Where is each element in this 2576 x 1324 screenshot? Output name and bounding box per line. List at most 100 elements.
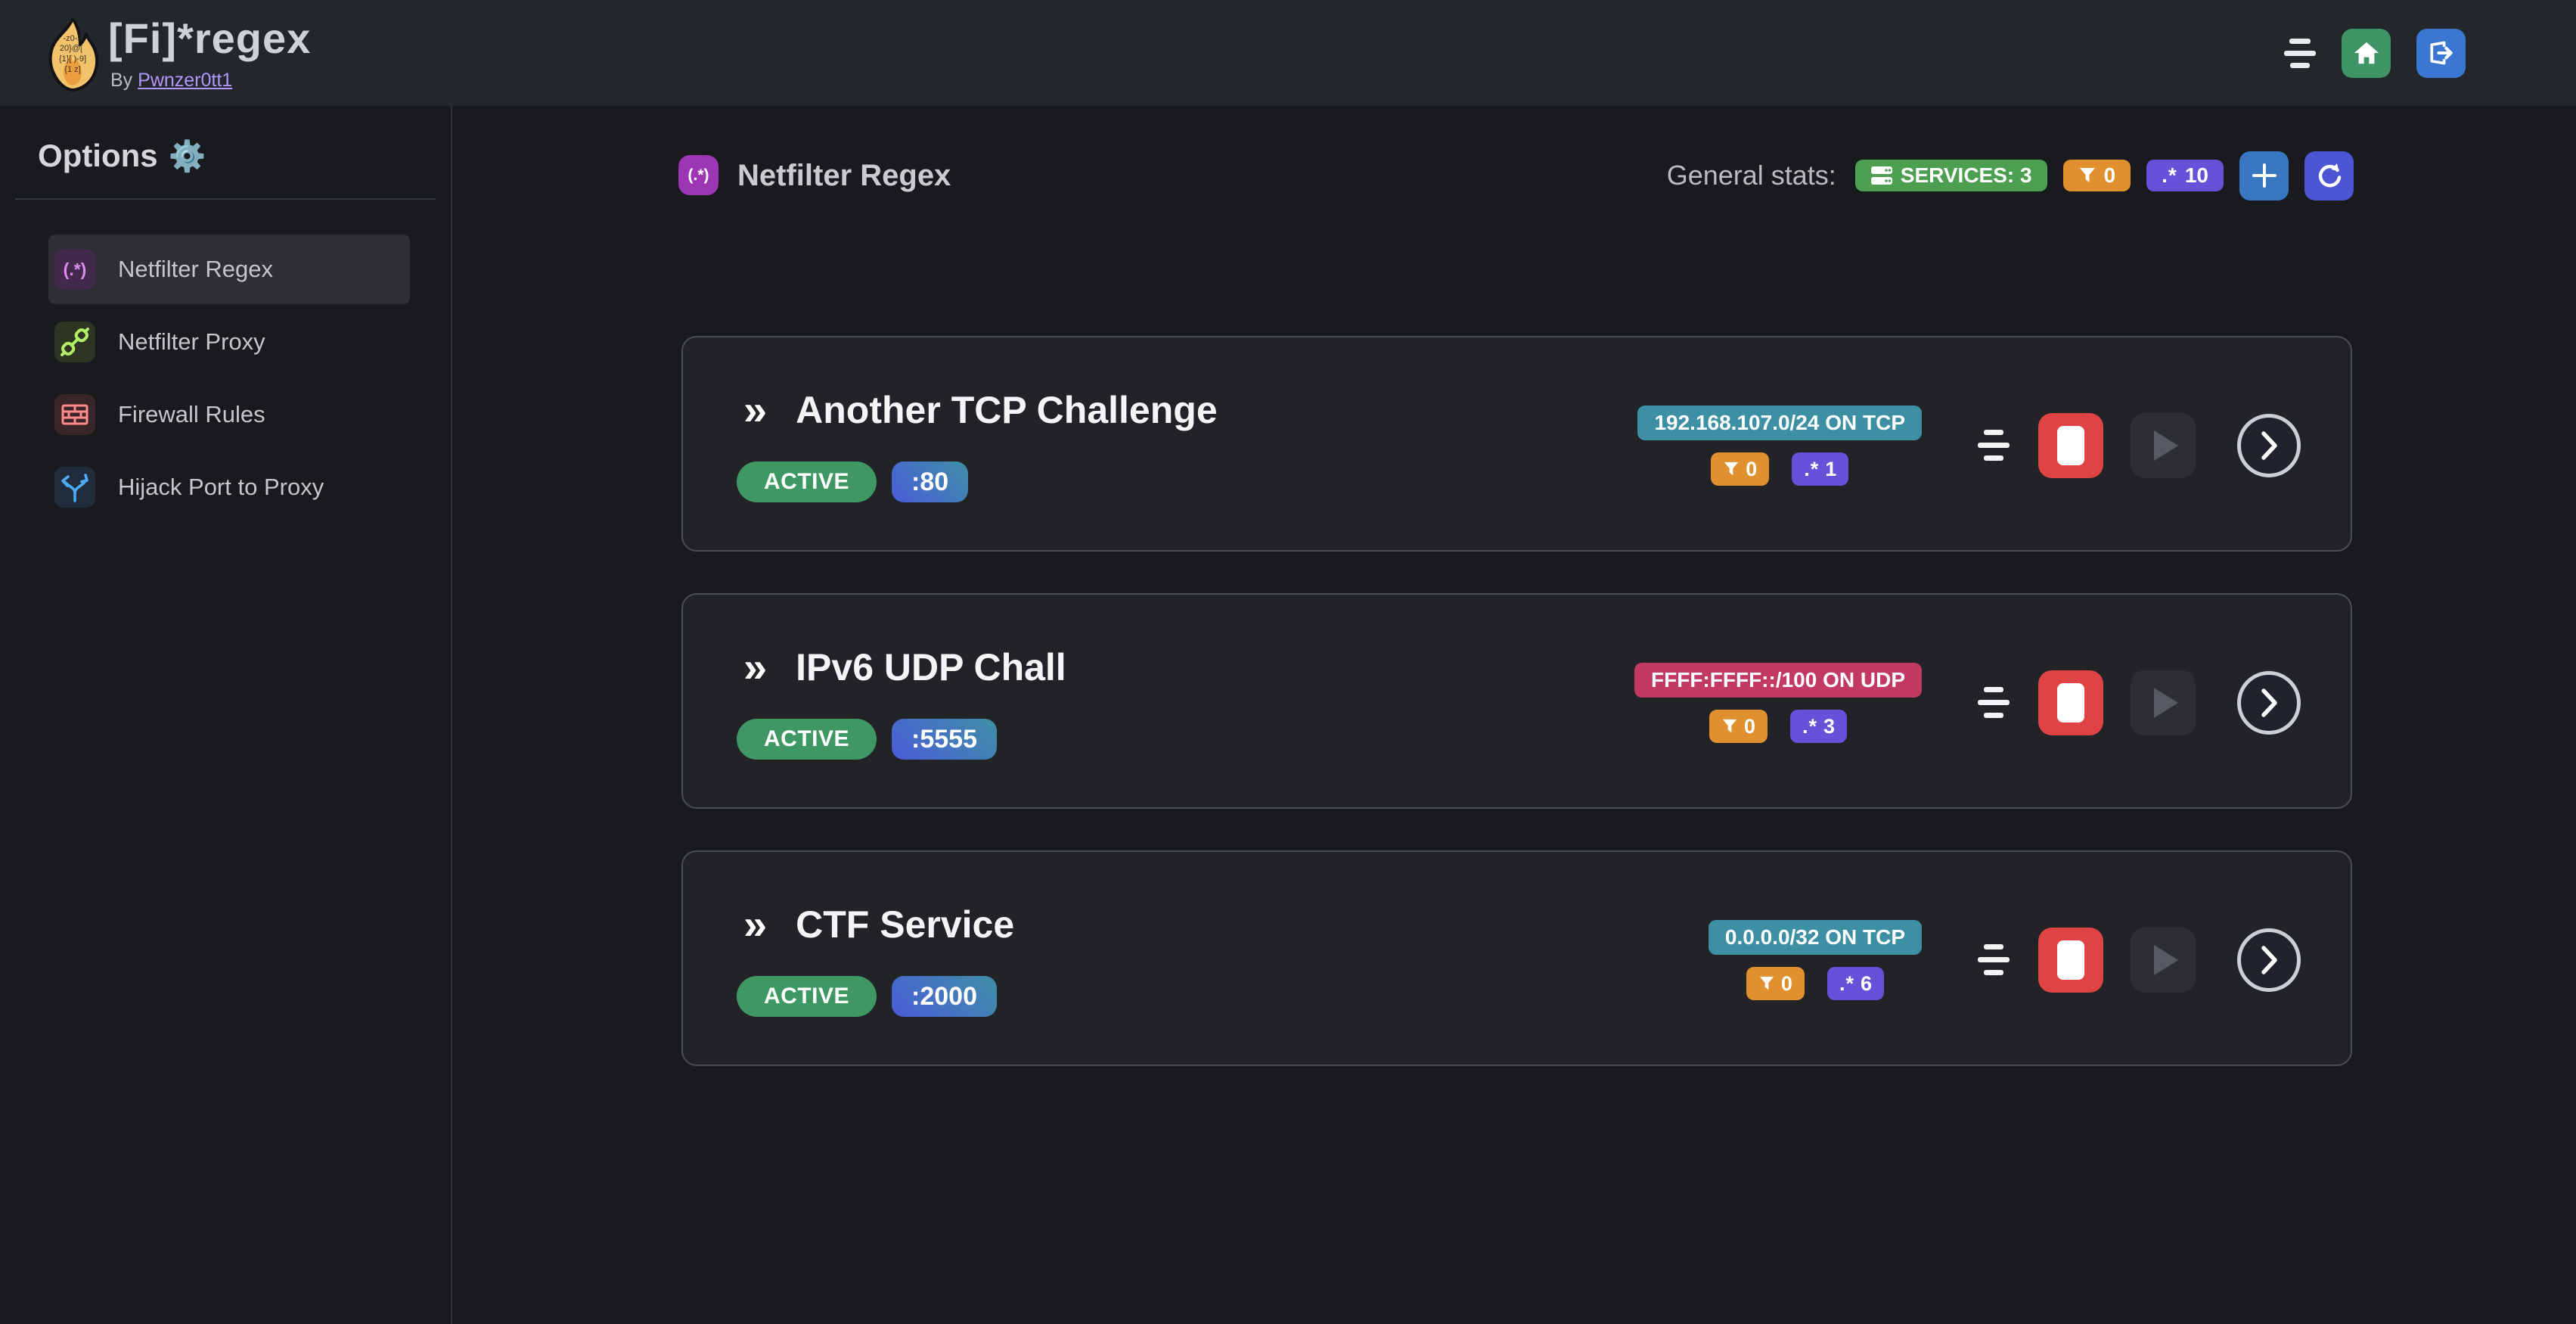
service-card: » IPv6 UDP Chall ACTIVE :5555 FFFF:FFFF:…: [681, 593, 2352, 809]
sidebar-item-firewall-rules[interactable]: Firewall Rules: [48, 380, 410, 449]
section-title: Netfilter Regex: [737, 159, 951, 192]
funnel-icon: [2079, 168, 2095, 182]
service-name: IPv6 UDP Chall: [796, 646, 1066, 688]
options-sidebar: Options ⚙️ (.*) Netfilter Regex Netfilte…: [0, 106, 452, 1324]
filters-count-badge: 0: [1709, 710, 1768, 743]
chevron-right-icon: [2261, 946, 2277, 974]
status-badge: ACTIVE: [737, 976, 877, 1017]
plug-connected-icon: [54, 322, 95, 362]
author-link[interactable]: Pwnzer0tt1: [138, 70, 233, 91]
arrows-split-icon: [54, 467, 95, 508]
svg-text:{1 z]: {1 z]: [64, 65, 80, 74]
add-service-button[interactable]: [2239, 151, 2289, 200]
funnel-icon: [1722, 719, 1737, 733]
cidr-badge: 0.0.0.0/32 ON TCP: [1708, 920, 1922, 955]
service-title: » CTF Service: [743, 902, 1014, 947]
cidr-badge: 192.168.107.0/24 ON TCP: [1637, 406, 1922, 440]
app-header: -z0-9 20}@[ {1}[ )-9] {1 z] [Fi]*regex B…: [0, 0, 2576, 106]
port-badge: :5555: [892, 719, 997, 760]
service-menu-icon[interactable]: [1978, 944, 2010, 975]
funnel-icon: [1724, 462, 1739, 476]
open-service-button[interactable]: [2237, 414, 2301, 477]
home-button[interactable]: [2342, 28, 2391, 78]
play-icon: [2154, 945, 2178, 975]
port-badge: :2000: [892, 976, 997, 1017]
service-menu-icon[interactable]: [1978, 687, 2010, 718]
sidebar-item-netfilter-proxy[interactable]: Netfilter Proxy: [48, 307, 410, 377]
service-menu-icon[interactable]: [1978, 430, 2010, 461]
dot-star-icon: .*: [2162, 163, 2177, 187]
services-count-badge: SERVICES: 3: [1854, 160, 2047, 191]
status-badge: ACTIVE: [737, 719, 877, 760]
stop-service-button[interactable]: [2038, 670, 2103, 735]
filters-count-badge: 0: [1711, 452, 1770, 486]
server-icon: [1870, 166, 1892, 185]
logout-icon: [2430, 41, 2453, 65]
start-service-button[interactable]: [2131, 928, 2196, 993]
dot-star-icon: .*: [1802, 714, 1818, 738]
service-title: » Another TCP Challenge: [743, 387, 1218, 433]
sidebar-item-netfilter-regex[interactable]: (.*) Netfilter Regex: [48, 235, 410, 304]
regexes-count-badge: .* 6: [1826, 967, 1884, 1000]
port-badge: :80: [892, 462, 969, 502]
general-stats-label: General stats:: [1666, 160, 1836, 191]
sidebar-divider: [15, 198, 436, 200]
sidebar-item-label: Netfilter Proxy: [118, 328, 265, 355]
app-title: [Fi]*regex: [108, 14, 312, 62]
stop-service-button[interactable]: [2038, 413, 2103, 478]
gear-icon: ⚙️: [168, 139, 206, 173]
play-icon: [2154, 430, 2178, 461]
chevron-right-icon: [2261, 688, 2277, 717]
filters-count-badge: 0: [2062, 160, 2131, 191]
sidebar-item-label: Netfilter Regex: [118, 256, 274, 282]
chevrons-icon: »: [743, 386, 768, 434]
byline-prefix: By: [110, 70, 133, 91]
firegex-flame-logo: -z0-9 20}@[ {1}[ )-9] {1 z]: [48, 17, 99, 92]
service-counters: 0 .* 6: [1746, 967, 1884, 1000]
sidebar-item-label: Hijack Port to Proxy: [118, 474, 324, 500]
chevrons-icon: »: [743, 900, 768, 948]
status-badge: ACTIVE: [737, 462, 877, 502]
dot-star-icon: .*: [1839, 971, 1854, 995]
byline: By Pwnzer0tt1: [110, 70, 232, 92]
service-card: » CTF Service ACTIVE :2000 0.0.0.0/32 ON…: [681, 850, 2352, 1066]
stop-icon: [2057, 426, 2084, 465]
service-title: » IPv6 UDP Chall: [743, 645, 1066, 690]
svg-text:-z0-9: -z0-9: [63, 34, 82, 43]
home-icon: [2354, 42, 2379, 64]
general-stats: General stats: SERVICES: 3 0 .* 10: [1667, 151, 2354, 200]
stop-icon: [2057, 683, 2084, 723]
logout-button[interactable]: [2416, 28, 2466, 78]
regexes-count-badge: .* 10: [2146, 160, 2224, 191]
regex-icon: (.*): [54, 249, 95, 290]
refresh-button[interactable]: [2304, 151, 2354, 200]
main-content: (.*) Netfilter Regex General stats: SERV…: [452, 106, 2576, 1324]
sidebar-heading: Options ⚙️: [38, 138, 206, 173]
cidr-badge: FFFF:FFFF::/100 ON UDP: [1634, 663, 1922, 698]
service-card: » Another TCP Challenge ACTIVE :80 192.1…: [681, 336, 2352, 552]
svg-text:20}@[: 20}@[: [60, 44, 82, 53]
menu-toggle-icon[interactable]: [2284, 38, 2316, 68]
start-service-button[interactable]: [2131, 413, 2196, 478]
netfilter-regex-icon: (.*): [678, 155, 718, 195]
open-service-button[interactable]: [2237, 928, 2301, 992]
svg-text:{1}[ )-9]: {1}[ )-9]: [59, 54, 86, 64]
regexes-count-badge: .* 3: [1790, 710, 1848, 743]
stop-service-button[interactable]: [2038, 928, 2103, 993]
plus-icon: [2252, 163, 2277, 188]
stop-icon: [2057, 940, 2084, 980]
funnel-icon: [1759, 976, 1774, 990]
service-network-info: 192.168.107.0/24 ON TCP 0 .* 1: [1637, 406, 1922, 486]
service-name: CTF Service: [796, 903, 1015, 946]
open-service-button[interactable]: [2237, 671, 2301, 735]
sidebar-item-hijack-port[interactable]: Hijack Port to Proxy: [48, 452, 410, 522]
start-service-button[interactable]: [2131, 670, 2196, 735]
sidebar-nav: (.*) Netfilter Regex Netfilter Proxy: [48, 235, 410, 525]
service-counters: 0 .* 3: [1709, 710, 1848, 743]
service-badges: ACTIVE :5555: [737, 719, 997, 760]
service-badges: ACTIVE :2000: [737, 976, 997, 1017]
service-network-info: 0.0.0.0/32 ON TCP 0 .* 6: [1708, 920, 1922, 1000]
chevron-right-icon: [2261, 431, 2277, 460]
chevrons-icon: »: [743, 643, 768, 691]
regexes-count-badge: .* 1: [1792, 452, 1849, 486]
